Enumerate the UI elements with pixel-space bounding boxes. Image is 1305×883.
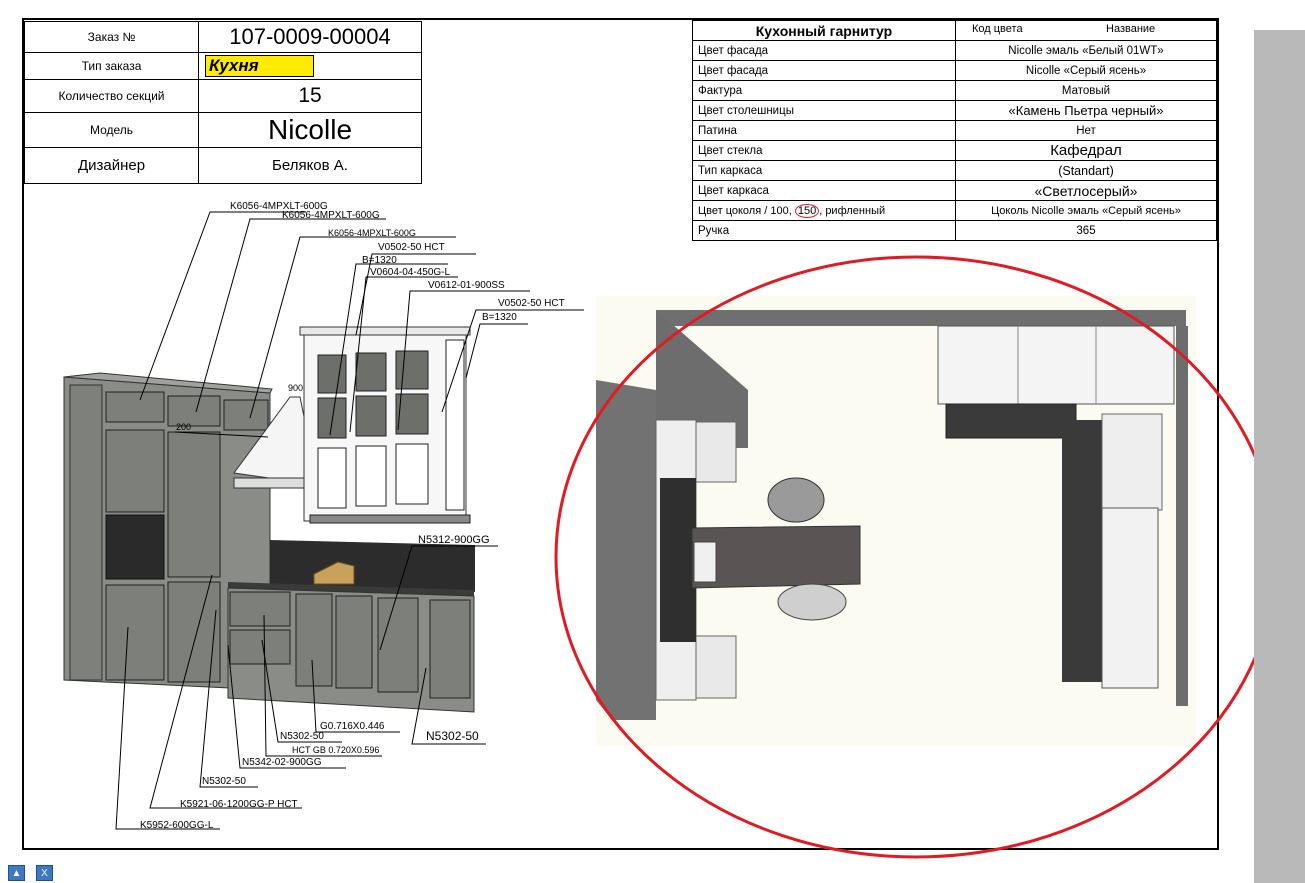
scroll-up-button[interactable]: ▲ (8, 865, 25, 881)
spec-row-value: «Светлосерый» (955, 180, 1217, 201)
kitchen-spec-table: Кухонный гарнитур Код цвета Название Цве… (692, 20, 1217, 241)
spec-row-label: Цвет каркаса (692, 180, 956, 201)
part-label: K6056-4MPXLT-600G (230, 201, 328, 212)
part-label: K6056-4MPXLT-600G (328, 228, 416, 238)
spec-title: Кухонный гарнитур (692, 20, 956, 41)
plinth-height-circled: 150 (794, 203, 820, 218)
part-label: V0612-01-900SS (428, 280, 505, 291)
spec-row-value: 365 (955, 220, 1217, 241)
part-label: B=1320 (482, 312, 517, 323)
vertical-scrollbar[interactable] (1254, 0, 1305, 883)
model-value: Nicolle (198, 112, 422, 148)
designer-label: Дизайнер (24, 147, 199, 184)
spec-row-value: (Standart) (955, 160, 1217, 181)
order-info-table: Заказ № 107-0009-00004 Тип заказа Кухня … (24, 21, 422, 184)
kitchen-perspective-drawing (63, 326, 475, 713)
part-label: N5302-50 (426, 729, 479, 743)
spec-row-value: Кафедрал (955, 140, 1217, 161)
dimension-label: 900 (288, 383, 304, 393)
model-label: Модель (24, 112, 199, 148)
spec-row-value: «Камень Пьетра черный» (955, 100, 1217, 121)
callout-leaders (115, 211, 584, 830)
order-type-label: Тип заказа (24, 52, 199, 80)
part-label: V0502-50 HCT (498, 298, 565, 309)
spec-row-label: Ручка (692, 220, 956, 241)
part-label: B=1320 (362, 255, 397, 266)
sections-count-value: 15 (198, 79, 422, 113)
part-label: HCT GB 0.720X0.596 (292, 745, 380, 755)
spec-name-label: Название (1106, 23, 1156, 35)
part-label: N5312-900GG (418, 534, 490, 546)
order-type-value: Кухня (205, 55, 314, 77)
part-label: G0.716X0.446 (320, 721, 385, 732)
part-label: K6056-4MPXLT-600G (282, 210, 380, 221)
order-number-value: 107-0009-00004 (198, 21, 422, 53)
drawing-sheet-frame (22, 18, 1219, 850)
spec-code-label: Код цвета (972, 23, 1023, 35)
part-label: N5302-50 (280, 731, 324, 742)
kitchen-top-view (596, 296, 1196, 746)
part-label: K5921-06-1200GG-P HCT (180, 799, 298, 810)
close-button[interactable]: X (36, 865, 53, 881)
part-label: K5952-600GG-L (140, 820, 214, 831)
dimension-label: 200 (176, 422, 192, 432)
scrollbar-thumb[interactable] (1254, 0, 1305, 30)
part-label: N5342-02-900GG (242, 757, 322, 768)
designer-value: Беляков А. (198, 147, 422, 184)
spec-row-label: Цвет фасада (692, 40, 956, 61)
part-label: N5302-50 (202, 776, 246, 787)
part-label: V0502-50 HCT (378, 242, 445, 253)
plinth-label-suffix: рифленный (825, 204, 886, 217)
part-label: V0604-04-450G-L (370, 267, 451, 278)
plinth-label-prefix: Цвет цоколя / 100, (698, 204, 792, 217)
